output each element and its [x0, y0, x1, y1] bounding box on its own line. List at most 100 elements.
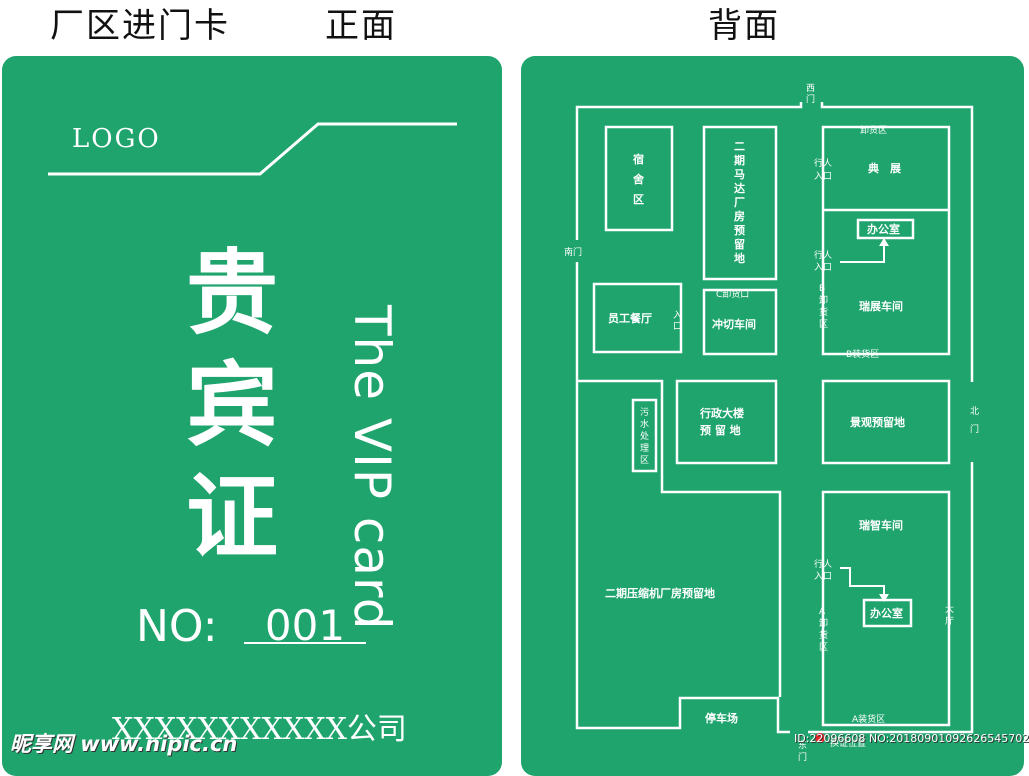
- card-number-value: 001: [264, 601, 346, 650]
- dorm-label: 舍: [633, 172, 645, 186]
- b-load-label: B装货区: [846, 348, 879, 360]
- dorm-label: 区: [633, 193, 644, 206]
- office-1-box: [856, 218, 915, 240]
- svg-text:A: A: [819, 607, 826, 617]
- svg-text:留: 留: [734, 237, 745, 251]
- ped-entrance-1: 入口: [814, 171, 832, 182]
- sewage-building: [631, 398, 658, 473]
- cutting-building: [702, 288, 778, 356]
- svg-text:地: 地: [734, 251, 745, 265]
- gate-south: 南门: [564, 246, 582, 258]
- admin-building: [675, 379, 778, 465]
- front-side-label: 正面: [325, 6, 397, 46]
- ruizhi-label: 瑞智车间: [859, 518, 903, 532]
- ped-entrance-2: 行人: [814, 249, 832, 261]
- svg-text:卸: 卸: [819, 294, 828, 306]
- boundary-wall: [808, 462, 974, 734]
- parking-label: 停车场: [705, 711, 738, 725]
- gate-west: 西: [806, 83, 815, 94]
- back-side-label: 背面: [708, 6, 780, 46]
- hall-label: 大: [945, 603, 954, 615]
- vip-title: 贵 宾 证: [177, 238, 287, 574]
- svg-text:房: 房: [734, 209, 745, 223]
- svg-text:期: 期: [734, 153, 745, 167]
- boundary-wall: [575, 102, 803, 240]
- svg-text:厂: 厂: [734, 196, 745, 209]
- landscape-building: [821, 379, 951, 465]
- ruizhan-label: 瑞展车间: [859, 299, 903, 313]
- svg-text:处: 处: [640, 430, 649, 442]
- svg-text:卸: 卸: [819, 617, 828, 629]
- office-2-box: [862, 598, 913, 628]
- card-swap-label: 换证位置: [830, 737, 866, 749]
- card-number-label: NO:: [136, 601, 218, 652]
- cutting-label: 冲切车间: [712, 317, 756, 331]
- boundary-wall: [575, 262, 790, 734]
- office-2-label: 办公室: [870, 606, 903, 620]
- svg-text:预: 预: [734, 223, 745, 237]
- svg-text:区: 区: [640, 455, 649, 466]
- ruizhi-building: [821, 490, 951, 727]
- svg-text:达: 达: [734, 181, 745, 195]
- ped-entrance-2: 入口: [814, 262, 832, 273]
- gate-east: 门: [798, 751, 807, 763]
- boundary-wall: [820, 102, 974, 382]
- motor-building: [702, 125, 778, 281]
- vip-title-char: 宾: [185, 352, 278, 459]
- compressor-label: 二期压缩机厂房预留地: [605, 586, 715, 600]
- svg-text:B: B: [819, 284, 825, 294]
- motor-label: 二 期 马 达 厂 房 预 留 地: [734, 140, 745, 265]
- landscape-label: 景观预留地: [849, 415, 905, 429]
- gate-west: 门: [806, 93, 815, 105]
- svg-text:二: 二: [734, 140, 745, 153]
- company-name: XXXXXXXXXXX公司: [112, 712, 407, 747]
- svg-text:污: 污: [640, 406, 649, 418]
- unload-top: 卸货区: [860, 124, 887, 136]
- logo-divider-line: [48, 122, 457, 176]
- svg-text:货: 货: [819, 629, 828, 641]
- canteen-building: [592, 282, 683, 354]
- svg-text:水: 水: [640, 418, 649, 430]
- logo: LOGO: [72, 124, 161, 154]
- hall-label: 厅: [945, 616, 954, 627]
- site-map: 西 门 南门 北 门 东 门 宿 舍 区 二 期 马 达 厂 房 预 留 地 员…: [564, 83, 979, 763]
- boundary-wall: [577, 379, 782, 697]
- canteen-entrance: 入: [673, 310, 682, 321]
- ped-entrance-3: 入口: [814, 571, 832, 582]
- svg-text:区: 区: [819, 319, 828, 330]
- dianzhan-label: 典 展: [868, 161, 902, 175]
- front-heading: 厂区进门卡: [50, 0, 230, 47]
- svg-text:理: 理: [640, 443, 649, 454]
- vip-title-char: 贵: [185, 240, 278, 347]
- admin-label: 预 留 地: [700, 423, 741, 437]
- gate-north: 北: [970, 406, 979, 417]
- ped-entrance-1: 行人: [814, 157, 832, 169]
- dorm-label: 宿: [633, 152, 644, 166]
- gate-north: 门: [970, 423, 979, 435]
- card-swap-marker: [815, 733, 825, 743]
- vip-title-char: 证: [185, 464, 278, 571]
- svg-text:货: 货: [819, 306, 828, 318]
- b-unload-label: B 卸 货 区: [819, 284, 828, 330]
- sewage-label: 污 水 处 理 区: [640, 406, 649, 466]
- admin-label: 行政大楼: [699, 406, 744, 420]
- a-load-label: A装货区: [852, 713, 885, 725]
- card-front: LOGO 贵 宾 证 The VIP card NO: 001 XXXXXXXX…: [2, 56, 502, 776]
- gate-east: 东: [798, 739, 807, 751]
- watermark-site: 昵享网 www.nipic.cn: [10, 732, 238, 756]
- canteen-label: 员工餐厅: [608, 311, 652, 325]
- dorm-building: [604, 125, 674, 232]
- ruizhan-building: [821, 125, 951, 356]
- svg-text:区: 区: [819, 642, 828, 653]
- cutting-unload: C卸货口: [716, 288, 749, 300]
- a-unload-label: A 卸 货 区: [819, 607, 828, 653]
- watermark-id: ID:22096608 NO:20180901092626545702: [794, 732, 1029, 745]
- path-arrow: [840, 244, 885, 263]
- office-1-label: 办公室: [867, 222, 900, 236]
- front-title: 厂区进门卡: [50, 6, 230, 46]
- card-number-underline: [244, 642, 366, 644]
- svg-text:马: 马: [734, 168, 745, 181]
- canteen-entrance: 口: [673, 322, 682, 332]
- path-arrow: [840, 567, 885, 596]
- ped-entrance-3: 行人: [814, 558, 832, 570]
